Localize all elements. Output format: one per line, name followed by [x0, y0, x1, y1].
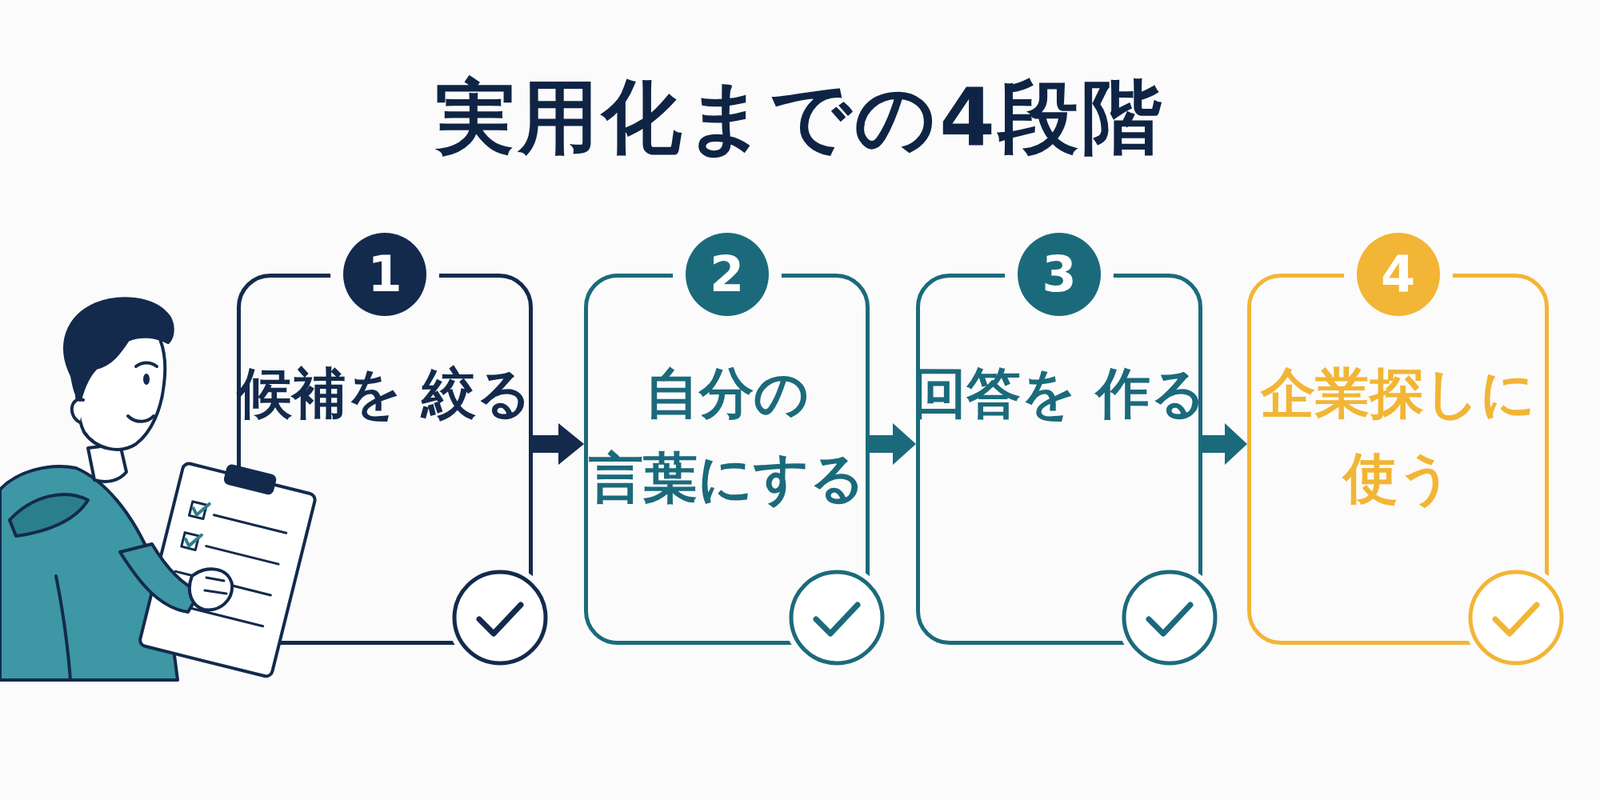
- step-label: 企業探しに 使う: [1240, 351, 1556, 521]
- step-number: 1: [343, 232, 427, 316]
- step-box: 4企業探しに 使う: [1247, 273, 1549, 645]
- step-label: 候補を 絞る: [229, 351, 540, 436]
- step-number: 4: [1356, 232, 1440, 316]
- flow-arrow: [869, 423, 916, 465]
- flow-arrow: [532, 423, 584, 465]
- check-badge: [440, 557, 560, 678]
- step-label: 自分の 言葉にする: [576, 351, 877, 521]
- diagram-title: 実用化までの4段階: [0, 65, 1600, 170]
- check-badge: [1456, 557, 1576, 678]
- flow-arrow: [1202, 423, 1248, 465]
- check-badge: [776, 557, 897, 678]
- step-number: 2: [685, 232, 769, 316]
- step-number: 3: [1017, 232, 1101, 316]
- step-box: 1候補を 絞る: [236, 273, 533, 645]
- step-box: 2自分の 言葉にする: [584, 273, 870, 645]
- step-label: 回答を 作る: [908, 351, 1210, 436]
- step-box: 3回答を 作る: [916, 273, 1203, 645]
- check-badge: [1109, 557, 1230, 678]
